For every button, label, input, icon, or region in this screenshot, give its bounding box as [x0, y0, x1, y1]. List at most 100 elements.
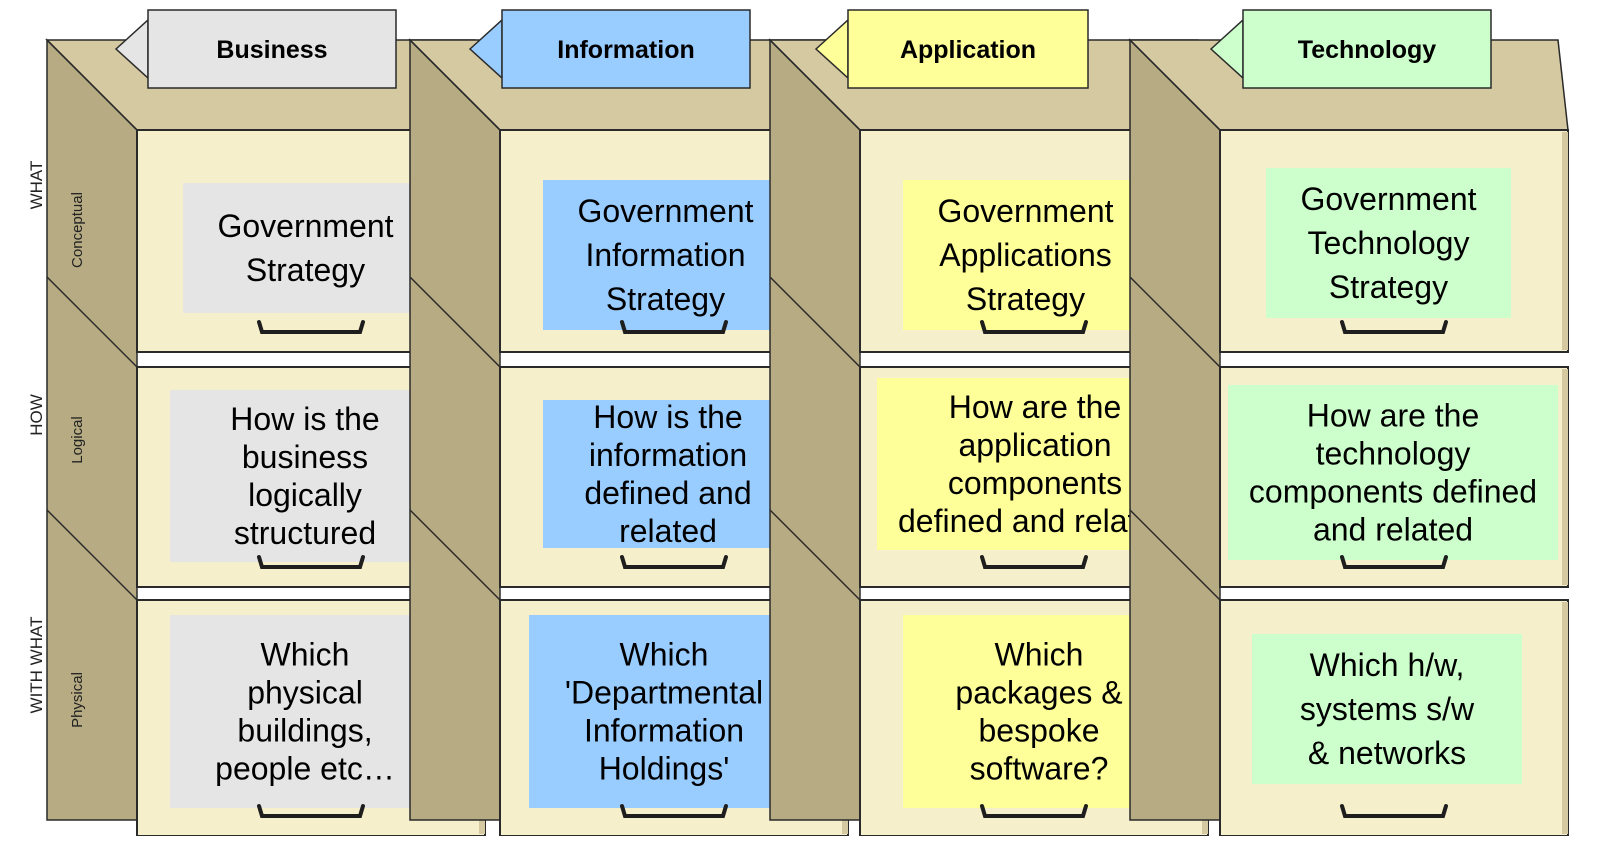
drawer-edge-line [409, 276, 501, 368]
drawer-edge-line [46, 509, 138, 601]
drawer-edge-line [1129, 276, 1221, 368]
row-question-label: WITH WHAT [27, 617, 46, 714]
tab-box [1242, 9, 1492, 89]
drawer-handle-icon [620, 804, 728, 818]
tab-information: Information [468, 9, 751, 89]
cell-text-line: Strategy [246, 252, 365, 288]
drawer-handle-icon [620, 320, 728, 334]
cell-text-line: Strategy [966, 281, 1085, 317]
drawer-edge-line [46, 276, 138, 368]
cell-text-line: application [959, 427, 1112, 463]
row-label-conceptual: WHAT Conceptual [27, 161, 86, 268]
drawer-handle-icon [980, 320, 1088, 334]
row-question-label: WHAT [27, 161, 46, 210]
cell-label-box [529, 615, 799, 808]
cell-label-box [543, 400, 793, 548]
cell-text-line: buildings, [237, 713, 372, 749]
tab-technology: Technology [1209, 9, 1492, 89]
cell-text-line: How is the [230, 401, 379, 437]
cell-text-line: systems s/w [1300, 691, 1475, 727]
drawer-edge-line [769, 509, 861, 601]
tab-label: Technology [1298, 36, 1437, 64]
cell-text-line: Strategy [1329, 269, 1448, 305]
tab-box [847, 9, 1089, 89]
column-side-face [46, 38, 138, 821]
drawer-front-shade [1562, 369, 1568, 585]
cell-text-line: Information [585, 237, 745, 273]
cell-text-line: Government [217, 208, 393, 244]
cell-text-line: 'Departmental [565, 675, 763, 711]
cell-text-line: Technology [1308, 225, 1470, 261]
drawer-handle-icon [620, 555, 728, 569]
drawer-front-shade [1562, 132, 1568, 350]
cell-text-line: components [948, 465, 1122, 501]
column-side-face [769, 38, 861, 821]
column-side-face [409, 38, 501, 821]
cell-text-line: Which [620, 637, 709, 673]
row-label-logical: HOW Logical [27, 394, 86, 464]
tab-label: Business [216, 36, 327, 64]
cell-label-box [903, 180, 1148, 330]
cell-text-line: defined and related [898, 503, 1172, 539]
cell-text-line: components defined [1249, 474, 1537, 510]
cell-text-line: Information [584, 713, 744, 749]
cell-label-box [543, 180, 788, 330]
cell-text-line: packages & [955, 675, 1122, 711]
cell-text-line: and related [1313, 512, 1473, 548]
drawer-handle-icon [257, 555, 365, 569]
column-tabs: Business Information Application Technology [114, 9, 1492, 89]
drawer-handle-icon [1340, 320, 1448, 334]
cell-text-line: Which h/w, [1310, 647, 1465, 683]
drawer-front-shade [1562, 602, 1568, 834]
cell-label-box [1228, 385, 1558, 560]
cell-text-line: bespoke [979, 713, 1100, 749]
drawer-handle-icon [1340, 804, 1448, 818]
drawer-handle-icon [1340, 555, 1448, 569]
row-layer-label: Physical [69, 672, 86, 728]
row-question-label: HOW [27, 394, 46, 436]
tab-business: Business [114, 9, 397, 89]
cell-text-line: related [619, 513, 717, 549]
drawer-edge-line [409, 509, 501, 601]
row-layer-label: Logical [69, 416, 86, 464]
cell-text-line: Which [261, 637, 350, 673]
column-side-face [1129, 38, 1221, 821]
drawer-edge-line [1129, 509, 1221, 601]
drawer-handle-icon [257, 320, 365, 334]
cell-label-box [183, 183, 428, 313]
tab-application: Application [814, 9, 1089, 89]
row-layer-label: Conceptual [69, 192, 86, 268]
drawer-handle-icon [980, 555, 1088, 569]
cell-text-line: software? [970, 751, 1109, 787]
tab-box [501, 9, 751, 89]
cell-label-box [1266, 168, 1511, 318]
drawer-edge-line [46, 39, 138, 131]
cell-text-line: How are the [1307, 398, 1480, 434]
drawer-edge-line [1129, 39, 1221, 131]
tab-label: Information [557, 36, 695, 64]
tab-box [147, 9, 397, 89]
cell-text-line: Applications [939, 237, 1112, 273]
row-label-physical: WITH WHAT Physical [27, 617, 86, 728]
cell-text-line: logically [248, 477, 362, 513]
cell-physical-technology: Which h/w,systems s/w& networks [1129, 509, 1569, 837]
cell-text-line: Which [995, 637, 1084, 673]
drawer-handle-icon [257, 804, 365, 818]
cell-text-line: Government [937, 193, 1113, 229]
drawer-edge-line [409, 39, 501, 131]
cell-text-line: How is the [593, 399, 742, 435]
cell-text-line: people etc… [215, 751, 395, 787]
cell-label-box [170, 615, 440, 808]
cell-text-line: structured [234, 515, 376, 551]
cell-text-line: technology [1316, 436, 1471, 472]
tab-label: Application [900, 36, 1036, 64]
cell-text-line: Strategy [606, 281, 725, 317]
cell-text-line: Government [577, 193, 753, 229]
